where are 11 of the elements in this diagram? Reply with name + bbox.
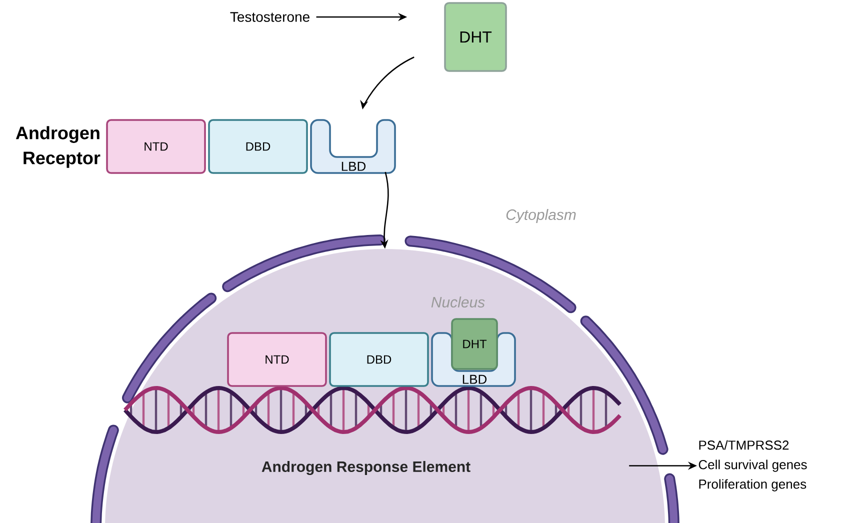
domain-box: NTD	[227, 332, 327, 387]
molecule-box: DHT	[444, 2, 507, 72]
domain-box: DBD	[208, 119, 308, 174]
domain-box: DBD	[329, 332, 429, 387]
dna-label: Androgen Response Element	[262, 460, 470, 476]
molecule-label: Testosterone	[230, 12, 310, 22]
domain-box: NTD	[106, 119, 206, 174]
gene-list: PSA/TMPRSS2 Cell survival genes Proliferation genes	[698, 440, 807, 492]
compartment-label: Cytoplasm	[506, 209, 576, 223]
molecule-box: DHT	[451, 318, 498, 370]
ligand-pocket-box: LBD	[310, 119, 396, 174]
